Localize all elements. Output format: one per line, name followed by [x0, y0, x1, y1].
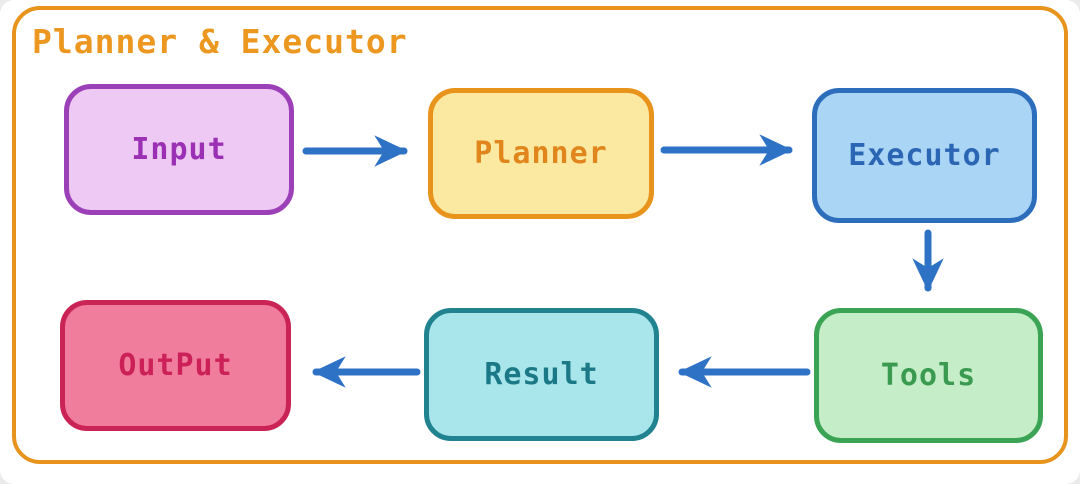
node-executor: Executor [812, 88, 1037, 223]
node-result-label: Result [484, 357, 599, 392]
node-output-label: OutPut [118, 348, 233, 383]
node-tools-label: Tools [880, 358, 977, 393]
diagram-outer-frame [12, 6, 1068, 464]
node-executor-label: Executor [848, 138, 1001, 173]
node-tools: Tools [814, 308, 1043, 443]
node-planner: Planner [428, 88, 654, 219]
node-input: Input [64, 84, 294, 215]
node-result: Result [424, 308, 659, 441]
node-output: OutPut [60, 300, 291, 431]
node-planner-label: Planner [474, 136, 608, 171]
diagram-title: Planner & Executor [32, 22, 408, 61]
node-input-label: Input [131, 132, 227, 167]
